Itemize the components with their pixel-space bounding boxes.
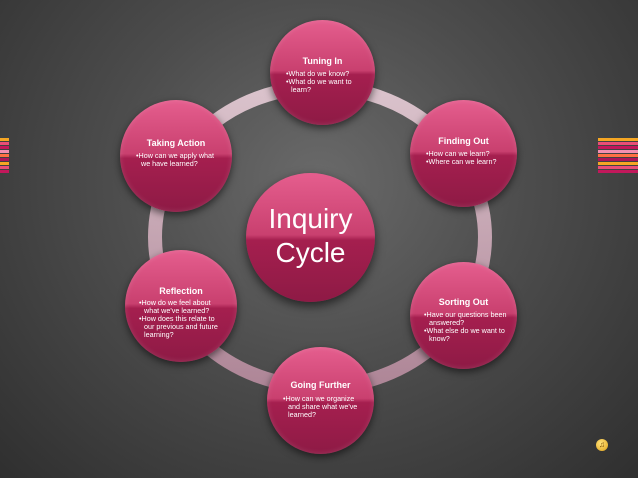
- center-title-line2: Cycle: [275, 237, 346, 268]
- node-tuning-in: Tuning In What do we know? What do we wa…: [270, 20, 375, 125]
- node-reflection: Reflection How do we feel about what we'…: [125, 250, 237, 362]
- center-title-line1: Inquiry: [268, 203, 353, 234]
- node-items: How do we feel about what we've learned?…: [139, 299, 219, 339]
- node-finding-out: Finding Out How can we learn? Where can …: [410, 100, 517, 207]
- node-items: What do we know? What do we want to lear…: [286, 70, 366, 94]
- node-items: How can we learn? Where can we learn?: [426, 150, 508, 166]
- node-item: What do we want to learn?: [286, 78, 366, 94]
- node-item: Have our questions been answered?: [424, 311, 508, 327]
- left-stripes: [0, 138, 9, 174]
- node-item: How can we apply what we have learned?: [136, 152, 218, 168]
- node-title: Reflection: [159, 286, 203, 296]
- node-item: What else do we want to know?: [424, 327, 508, 343]
- node-item: Where can we learn?: [426, 158, 508, 166]
- sound-icon[interactable]: ♫: [596, 439, 608, 451]
- node-items: Have our questions been answered? What e…: [424, 311, 508, 343]
- node-title: Tuning In: [302, 56, 343, 66]
- node-item: How do we feel about what we've learned?: [139, 299, 219, 315]
- node-title: Sorting Out: [438, 297, 489, 307]
- node-title: Finding Out: [438, 136, 489, 146]
- node-taking-action: Taking Action How can we apply what we h…: [120, 100, 232, 212]
- node-sorting-out: Sorting Out Have our questions been answ…: [410, 262, 517, 369]
- node-items: How can we organize and share what we've…: [283, 395, 359, 419]
- node-item: What do we know?: [286, 70, 366, 78]
- node-items: How can we apply what we have learned?: [136, 152, 218, 168]
- node-item: How can we learn?: [426, 150, 508, 158]
- node-going-further: Going Further How can we organize and sh…: [267, 347, 374, 454]
- node-item: How can we organize and share what we've…: [283, 395, 359, 419]
- node-item: How does this relate to our previous and…: [139, 315, 219, 339]
- node-title: Going Further: [290, 380, 351, 390]
- node-title: Taking Action: [146, 138, 206, 148]
- right-stripes: [598, 138, 638, 174]
- center-circle: Inquiry Cycle: [246, 173, 375, 302]
